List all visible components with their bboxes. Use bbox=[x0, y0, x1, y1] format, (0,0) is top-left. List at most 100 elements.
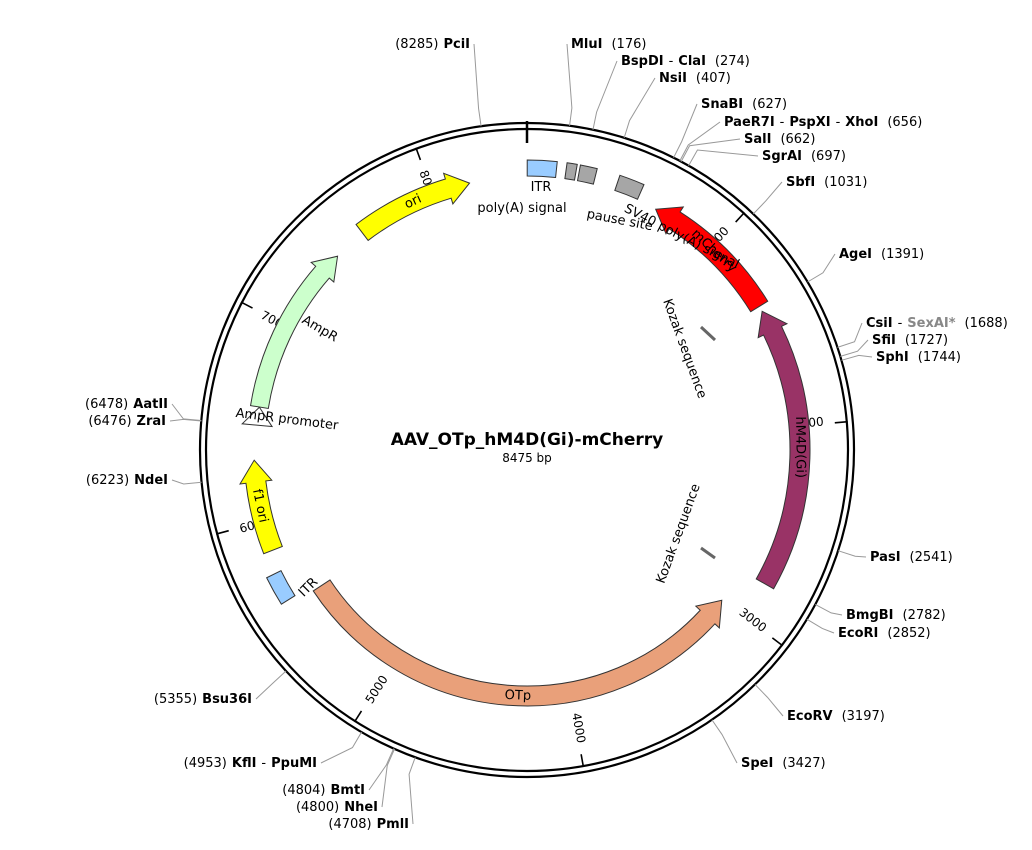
site-line-8285 bbox=[473, 43, 482, 127]
site-part: (1391) bbox=[881, 247, 924, 262]
tick-label-4000: 4000 bbox=[569, 712, 588, 745]
site-part: (8285) bbox=[395, 37, 438, 52]
site-part: SbfI bbox=[786, 175, 815, 190]
site-label-ndei: (6223)NdeI bbox=[86, 473, 168, 488]
site-part: PaeR7I bbox=[724, 115, 775, 130]
site-part: (2852) bbox=[887, 626, 930, 641]
site-line-6478 bbox=[171, 403, 202, 422]
feature-hm4d bbox=[755, 310, 811, 590]
site-line-627 bbox=[673, 103, 698, 158]
site-part: PmlI bbox=[377, 817, 409, 832]
site-part: NheI bbox=[344, 800, 378, 815]
hm4d-gi-label: hM4D(Gi) bbox=[792, 416, 808, 478]
site-label-sgrai: SgrAI(697) bbox=[762, 149, 846, 164]
ori-label: ori bbox=[402, 192, 424, 213]
site-part: SexAI* bbox=[907, 316, 955, 331]
site-part: (1031) bbox=[824, 175, 867, 190]
backbone-inner-ring bbox=[204, 127, 850, 773]
site-label-sfii: SfiI (1727) bbox=[872, 333, 948, 348]
site-line-4804 bbox=[368, 748, 395, 791]
site-label-bmgbi: BmgBI(2782) bbox=[846, 608, 946, 623]
site-part: AatII bbox=[133, 397, 168, 412]
site-line-662 bbox=[680, 138, 741, 162]
plasmid-name: AAV_OTp_hM4D(Gi)-mCherry bbox=[391, 430, 664, 450]
tick-3000 bbox=[771, 637, 784, 647]
site-part: (3427) bbox=[782, 756, 825, 771]
site-label-snabi: SnaBI(627) bbox=[701, 97, 787, 112]
site-part: (662) bbox=[780, 132, 815, 147]
site-part: PciI bbox=[443, 37, 470, 52]
site-label-sali: SalI (662) bbox=[744, 132, 815, 147]
site-label-bspdi-clai: BspDI-ClaI(274) bbox=[621, 54, 750, 69]
kozak-mark-2 bbox=[700, 546, 716, 560]
site-part: (176) bbox=[611, 37, 646, 52]
site-label-nhei: (4800) NheI bbox=[296, 800, 378, 815]
site-line-4953 bbox=[320, 731, 362, 764]
site-part: (1744) bbox=[918, 350, 961, 365]
site-part: BspDI bbox=[621, 54, 664, 69]
plasmid-size: 8475 bp bbox=[502, 451, 552, 465]
site-line-656 bbox=[679, 121, 721, 162]
tick-4000 bbox=[580, 754, 585, 768]
site-line-697 bbox=[688, 149, 759, 166]
site-label-pmli: (4708) PmlI bbox=[328, 817, 409, 832]
site-part: (3197) bbox=[842, 709, 885, 724]
site-part: XhoI bbox=[845, 115, 878, 130]
feature-sv40 bbox=[614, 174, 645, 200]
site-line-6223 bbox=[171, 479, 202, 485]
site-line-1727 bbox=[840, 339, 869, 357]
tick-5000 bbox=[353, 710, 363, 723]
site-label-sbfi: SbfI (1031) bbox=[786, 175, 867, 190]
site-label-pasi: PasI(2541) bbox=[870, 550, 953, 565]
site-part: (4708) bbox=[328, 817, 371, 832]
site-part: PasI bbox=[870, 550, 901, 565]
site-line-274 bbox=[592, 60, 618, 130]
site-part: SfiI bbox=[872, 333, 896, 348]
site-part: SalI bbox=[744, 132, 771, 147]
site-part: (1727) bbox=[905, 333, 948, 348]
site-part: EcoRI bbox=[838, 626, 878, 641]
site-part: (656) bbox=[887, 115, 922, 130]
site-line-407 bbox=[623, 77, 656, 138]
site-line-2541 bbox=[837, 550, 867, 558]
site-part: - bbox=[261, 756, 266, 771]
site-part: (274) bbox=[715, 54, 750, 69]
site-part: (4800) bbox=[296, 800, 339, 815]
feature-f1ori bbox=[239, 459, 283, 555]
feature-ampr bbox=[249, 255, 339, 410]
site-part: NdeI bbox=[134, 473, 168, 488]
feature-itr1 bbox=[526, 159, 558, 179]
site-line-1688 bbox=[837, 322, 863, 348]
site-part: AgeI bbox=[839, 247, 872, 262]
plasmid-backbone bbox=[198, 121, 856, 779]
site-part: (4953) bbox=[184, 756, 227, 771]
site-line-1744 bbox=[841, 354, 873, 361]
site-line-1031 bbox=[752, 181, 783, 215]
site-part: BmgBI bbox=[846, 608, 894, 623]
site-part: - bbox=[780, 115, 785, 130]
feature-ampprom bbox=[241, 406, 274, 428]
site-part: ClaI bbox=[678, 54, 706, 69]
site-part: (6478) bbox=[85, 397, 128, 412]
site-part: EcoRV bbox=[787, 709, 833, 724]
site-label-csii-sexai: CsiI-SexAI*(1688) bbox=[866, 316, 1008, 331]
site-line-1391 bbox=[807, 253, 836, 283]
site-part: (697) bbox=[811, 149, 846, 164]
site-line-3427 bbox=[711, 719, 738, 764]
site-part: ZraI bbox=[137, 414, 166, 429]
site-label-mlui: MluI(176) bbox=[571, 37, 646, 52]
site-part: (1688) bbox=[965, 316, 1008, 331]
tick-label-3000: 3000 bbox=[737, 605, 770, 635]
site-label-agei: AgeI (1391) bbox=[839, 247, 924, 262]
itr1-label: ITR bbox=[531, 180, 552, 195]
otp-label: OTp bbox=[504, 688, 531, 704]
site-label-bmti: (4804)BmtI bbox=[282, 783, 365, 798]
tick-2000 bbox=[834, 420, 848, 424]
ampr-promoter-label: AmpR promoter bbox=[235, 406, 340, 434]
site-label-ecori: EcoRI (2852) bbox=[838, 626, 931, 641]
feature-ori bbox=[355, 172, 471, 242]
site-part: - bbox=[836, 115, 841, 130]
site-label-aatii: (6478) AatII bbox=[85, 397, 168, 412]
site-label-spei: SpeI(3427) bbox=[741, 756, 826, 771]
